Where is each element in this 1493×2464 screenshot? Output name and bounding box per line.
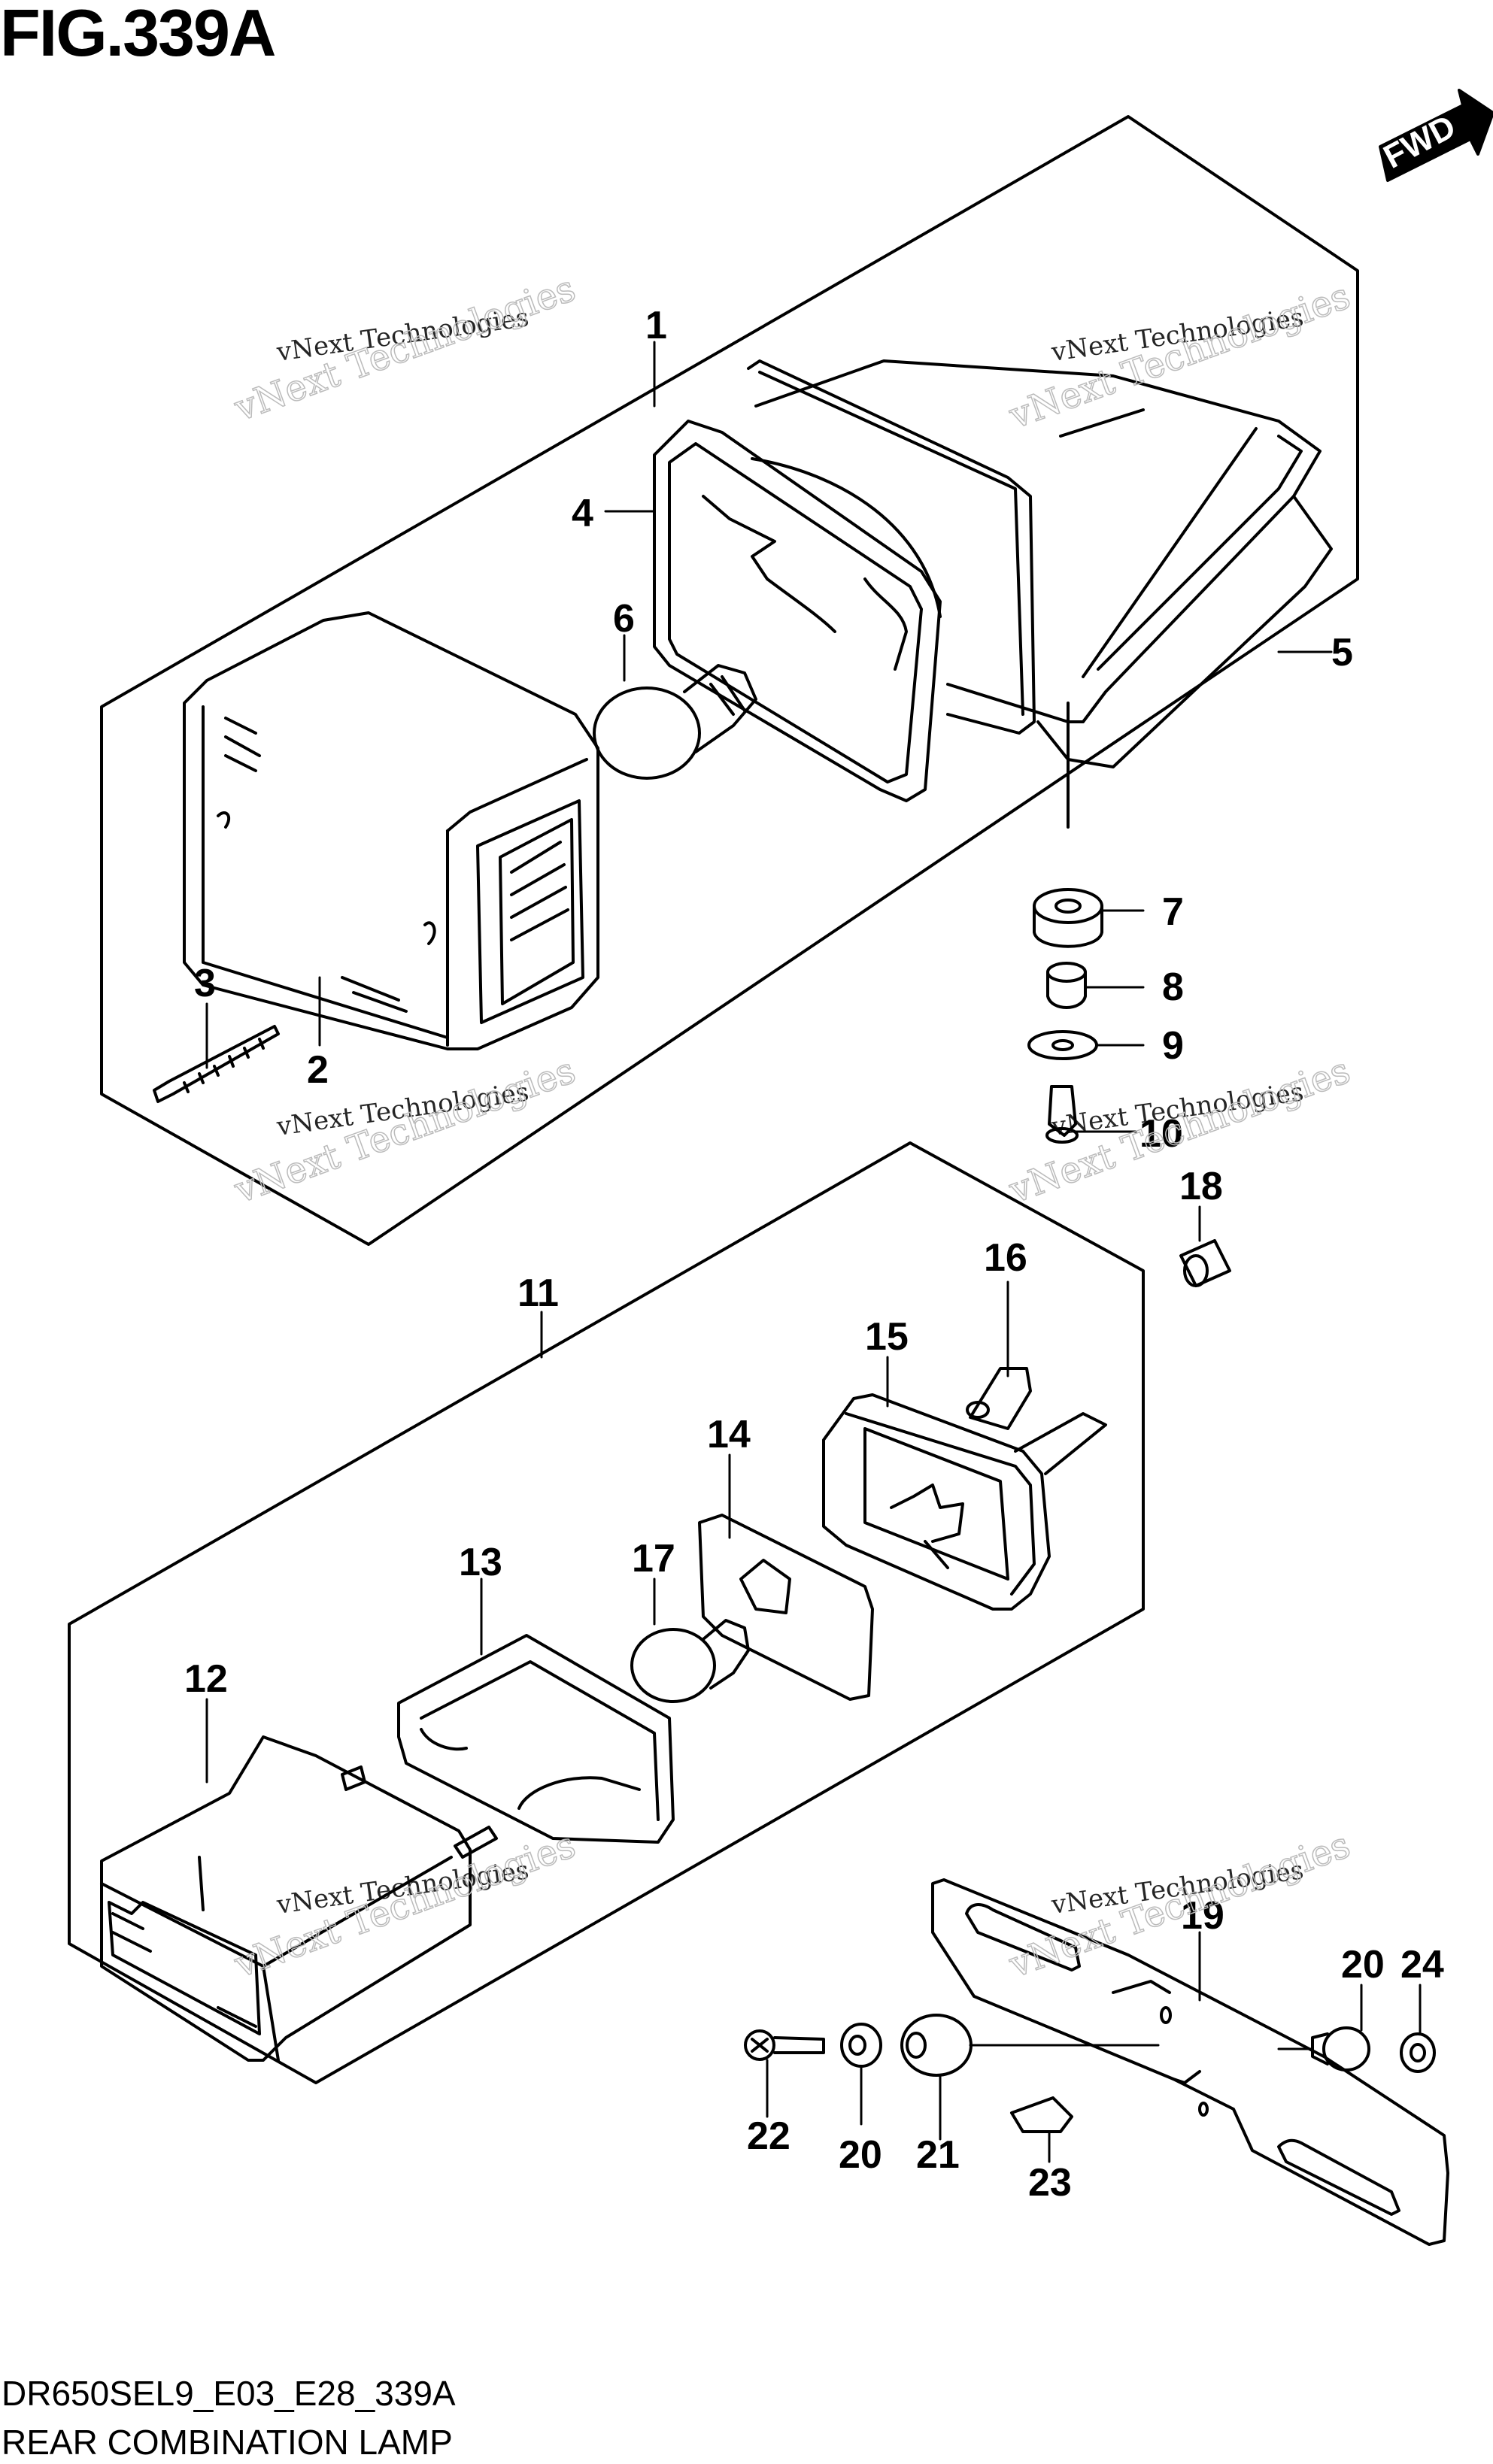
callout-4: 4 [572, 492, 593, 535]
footer-code: DR650SEL9_E03_E28_339A [2, 2374, 456, 2413]
part-7-grommet [1033, 888, 1103, 948]
part-15-housing [822, 1393, 1107, 1611]
part-20-bushing-left [840, 2023, 882, 2068]
part-21-grommet [900, 2014, 973, 2077]
part-22-bolt [744, 2029, 825, 2061]
part-23-clip [1010, 2096, 1073, 2133]
callout-18: 18 [1179, 1165, 1223, 1208]
part-10-screw [1045, 1085, 1079, 1144]
part-14-plate [698, 1514, 874, 1701]
callout-17: 17 [632, 1537, 675, 1581]
callout-15: 15 [865, 1315, 909, 1359]
callout-9: 9 [1162, 1024, 1184, 1068]
part-6-bulb [593, 664, 757, 780]
part-16-bolt [966, 1367, 1032, 1430]
callout-23: 23 [1028, 2161, 1072, 2205]
part-4-gasket [653, 359, 1036, 802]
callout-12: 12 [184, 1657, 228, 1701]
part-12-lamp-body [100, 1735, 498, 2062]
callout-3: 3 [194, 962, 216, 1005]
callout-10: 10 [1139, 1112, 1183, 1156]
callout-7: 7 [1162, 890, 1184, 934]
part-5-base [754, 359, 1333, 768]
callout-13: 13 [459, 1541, 502, 1584]
part-3-screw [153, 1025, 280, 1103]
part-2-lens [183, 611, 599, 1050]
part-19-bracket [931, 1878, 1449, 2246]
callout-2: 2 [307, 1048, 329, 1092]
callout-20-left: 20 [839, 2133, 882, 2177]
callout-5: 5 [1331, 631, 1353, 674]
callout-24: 24 [1400, 1943, 1444, 1987]
part-17-bulb [630, 1619, 750, 1703]
part-9-washer [1027, 1030, 1098, 1060]
callout-22: 22 [747, 2114, 791, 2158]
callout-6: 6 [613, 597, 635, 641]
callout-14: 14 [707, 1413, 751, 1456]
callout-20-right: 20 [1341, 1943, 1385, 1987]
footer-name: REAR COMBINATION LAMP [2, 2423, 453, 2462]
fwd-arrow-icon [1379, 89, 1493, 182]
callout-16: 16 [984, 1236, 1027, 1280]
part-18-spacer [1179, 1239, 1231, 1287]
group-frame-lower [68, 1141, 1145, 2084]
callout-8: 8 [1162, 965, 1184, 1009]
leader-lines [205, 341, 1422, 2163]
part-20-bushing-right [1311, 2026, 1370, 2072]
part-13-inner-lens [397, 1634, 675, 1844]
callout-1: 1 [645, 304, 667, 347]
callout-19: 19 [1181, 1894, 1224, 1938]
callout-11: 11 [517, 1271, 559, 1315]
part-24-nut [1400, 2032, 1436, 2073]
group-frame-upper [100, 115, 1359, 1246]
part-8-collar [1046, 962, 1087, 1009]
callout-21: 21 [916, 2133, 960, 2177]
figure-title: FIG.339A [0, 0, 276, 70]
